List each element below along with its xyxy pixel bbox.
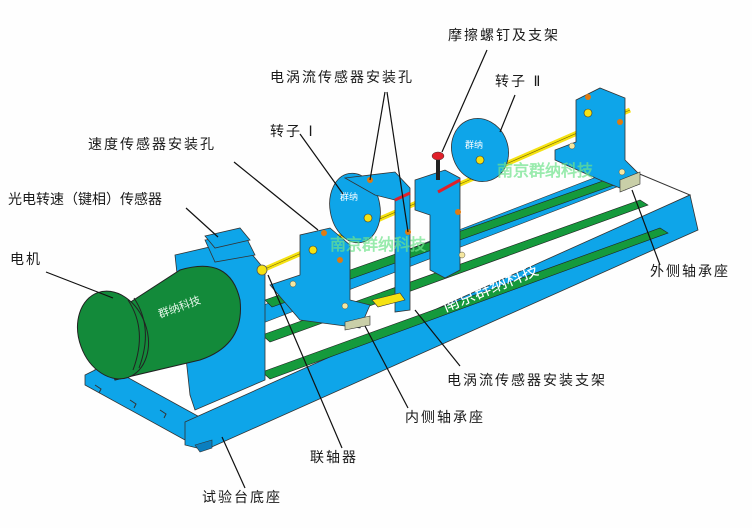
rotor-2: 群纳	[451, 118, 509, 182]
motor: 群纳科技	[77, 265, 241, 381]
t-slot	[94, 384, 167, 419]
label-rotor-1: 转子 Ⅰ	[270, 124, 315, 140]
outer-bearing-housing	[554, 87, 641, 193]
overlay-brand-2: 南京群纳科技	[497, 161, 594, 180]
label-rotor-2: 转子 Ⅱ	[495, 74, 543, 90]
leader-lines	[45, 49, 661, 489]
label-coupling: 联轴器	[310, 450, 358, 466]
label-base: 试验台底座	[202, 490, 282, 506]
svg-text:群纳: 群纳	[340, 191, 358, 203]
photo-sensor	[204, 227, 251, 249]
label-motor: 电机	[10, 252, 42, 268]
label-photo-sensor: 光电转速（键相）传感器	[8, 192, 162, 208]
label-outer-bearing: 外侧轴承座	[650, 264, 730, 280]
svg-text:群纳: 群纳	[465, 139, 483, 151]
rail-3	[261, 227, 669, 380]
label-inner-bearing: 内侧轴承座	[405, 410, 485, 426]
label-eddy-sensor-holes: 电涡流传感器安装孔	[270, 70, 414, 86]
label-friction-screw: 摩擦螺钉及支架	[448, 28, 560, 44]
label-eddy-sensor-bracket: 电涡流传感器安装支架	[447, 373, 607, 389]
eddy-sensor-bracket	[343, 171, 411, 313]
overlay-brand-1: 南京群纳科技	[330, 235, 427, 254]
base-foot	[194, 439, 213, 453]
base-front	[184, 194, 699, 451]
friction-screw-bracket	[414, 151, 466, 279]
inner-bearing-housing	[269, 227, 371, 331]
coupling	[256, 264, 268, 276]
label-speed-sensor-hole: 速度传感器安装孔	[88, 137, 216, 153]
